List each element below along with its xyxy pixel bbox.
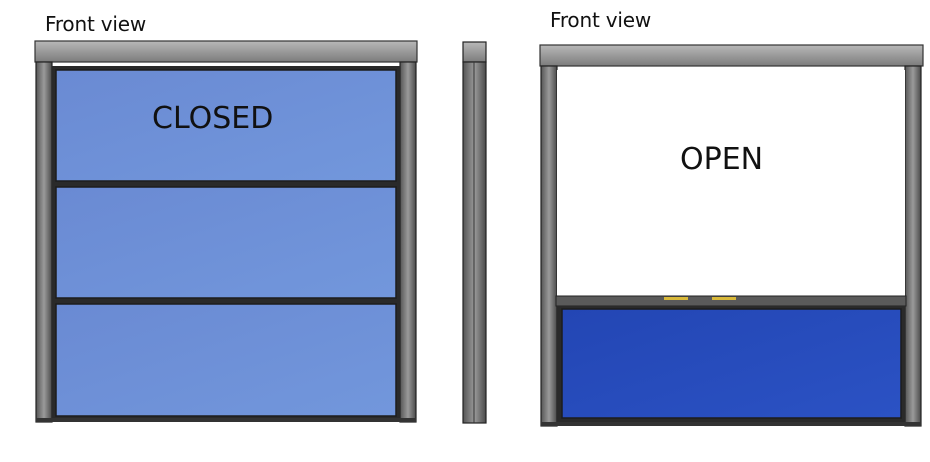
closed-door-left-post <box>35 61 53 423</box>
closed-state-label: CLOSED <box>152 101 274 136</box>
open-door-indicator-2 <box>712 297 736 300</box>
closed-panel-middle <box>55 186 397 299</box>
closed-door-right-post <box>399 61 417 423</box>
open-door-left-post <box>540 65 558 427</box>
open-door-header <box>539 44 924 67</box>
side-view <box>462 41 487 424</box>
closed-panel-top <box>55 69 397 182</box>
open-view-caption: Front view <box>550 8 651 32</box>
open-door-base <box>541 422 921 426</box>
closed-door-front-view <box>34 40 418 423</box>
closed-view-caption: Front view <box>45 12 146 36</box>
open-panel-bottom <box>561 308 902 419</box>
side-view-cap <box>462 41 487 63</box>
closed-door-base <box>36 418 416 422</box>
closed-door-header <box>34 40 418 63</box>
open-door-opening <box>557 70 905 298</box>
open-door-indicator-1 <box>664 297 688 300</box>
open-state-label: OPEN <box>680 142 764 177</box>
open-door-front-view <box>539 44 924 427</box>
open-door-right-post <box>904 65 922 427</box>
closed-panel-bottom <box>55 303 397 417</box>
